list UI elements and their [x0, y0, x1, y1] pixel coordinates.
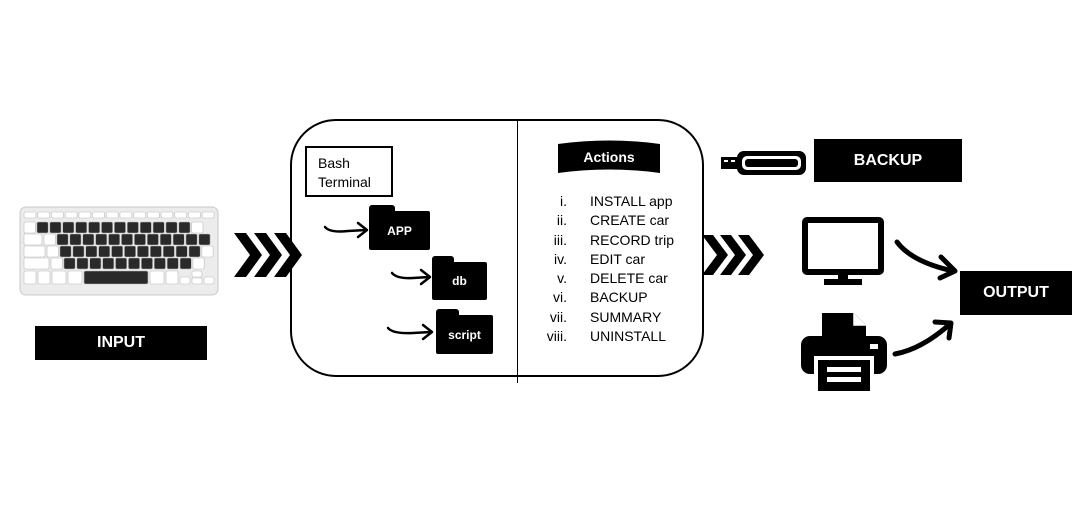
folder-db-label: db	[432, 262, 487, 300]
bash-terminal-line2: Terminal	[318, 174, 371, 190]
list-item: v.DELETE car	[557, 270, 668, 287]
bash-terminal-line1: Bash	[318, 155, 350, 171]
list-item: iii.RECORD trip	[553, 231, 675, 248]
folder-db: db	[432, 256, 487, 300]
chevrons-right-icon	[700, 232, 768, 278]
actions-list: i.INSTALL app ii.CREATE car iii.RECORD t…	[530, 192, 675, 346]
output-label: OUTPUT	[960, 271, 1072, 315]
folder-app-label: APP	[369, 211, 430, 250]
arrow-to-script-icon	[385, 320, 435, 344]
list-item: i.INSTALL app	[560, 193, 673, 209]
list-item: ii.CREATE car	[556, 212, 670, 229]
keyboard-icon	[18, 203, 220, 299]
bash-terminal-box: Bash Terminal	[305, 146, 393, 197]
list-item: vi.BACKUP	[553, 289, 648, 306]
list-item: vii.SUMMARY	[549, 308, 662, 325]
arrow-to-db-icon	[389, 265, 433, 289]
process-divider	[517, 121, 518, 383]
folder-app: APP	[369, 205, 430, 250]
process-box	[290, 119, 704, 377]
folder-script: script	[436, 309, 493, 354]
arrow-to-app-icon	[322, 218, 370, 242]
chevrons-right-icon	[232, 230, 304, 280]
actions-title: Actions	[583, 149, 635, 165]
actions-banner: Actions	[557, 139, 661, 181]
printer-icon	[800, 312, 888, 395]
usb-drive-icon	[720, 148, 808, 178]
folder-script-label: script	[436, 315, 493, 354]
backup-label: BACKUP	[814, 139, 962, 182]
list-item: iv.EDIT car	[554, 250, 645, 267]
curved-arrow-icon	[894, 236, 960, 282]
input-label: INPUT	[35, 326, 207, 360]
curved-arrow-icon	[892, 316, 958, 360]
list-item: viii.UNINSTALL	[546, 328, 666, 345]
monitor-icon	[802, 217, 884, 287]
